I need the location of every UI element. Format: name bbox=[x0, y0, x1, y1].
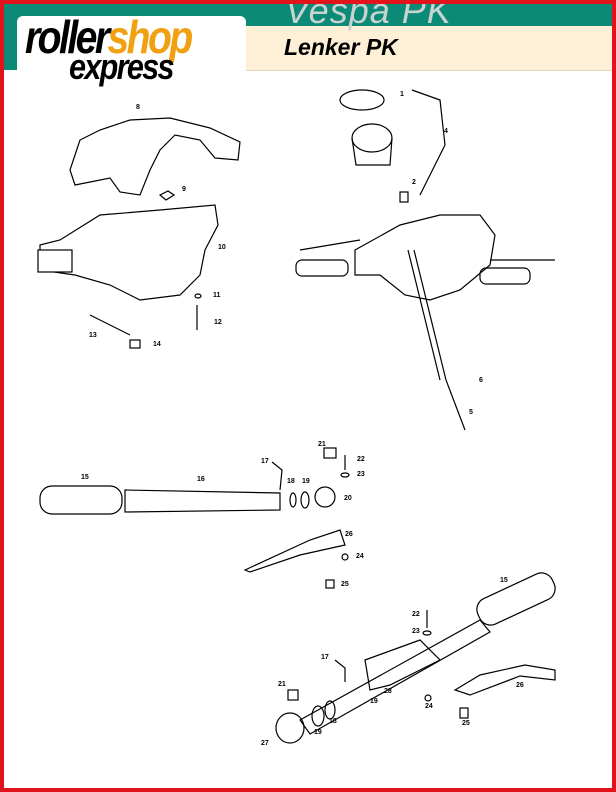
part-number-label: 28 bbox=[384, 688, 392, 695]
logo-text-roller: roller bbox=[25, 11, 110, 63]
part-mount-28 bbox=[364, 639, 442, 691]
part-number-label: 21 bbox=[278, 681, 286, 688]
part-number-label: 22 bbox=[357, 456, 365, 463]
part-nut-14 bbox=[129, 339, 141, 349]
part-number-label: 18 bbox=[287, 478, 295, 485]
part-number-label: 19 bbox=[302, 478, 310, 485]
part-cap-21-r bbox=[287, 689, 299, 701]
part-washer-23-r bbox=[422, 630, 432, 636]
page-title: Lenker PK bbox=[284, 34, 398, 60]
part-number-label: 23 bbox=[412, 628, 420, 635]
part-number-label: 11 bbox=[213, 292, 221, 299]
part-number-label: 19 bbox=[370, 698, 378, 705]
part-number-label: 4 bbox=[444, 128, 448, 135]
part-number-label: 26 bbox=[516, 682, 524, 689]
part-number-label: 8 bbox=[136, 104, 140, 111]
part-number-label: 16 bbox=[197, 476, 205, 483]
part-number-label: 25 bbox=[462, 720, 470, 727]
part-washer-18 bbox=[289, 492, 297, 508]
part-number-label: 12 bbox=[214, 319, 222, 326]
part-number-label: 20 bbox=[344, 495, 352, 502]
part-number-label: 1 bbox=[400, 91, 404, 98]
part-washer-11 bbox=[194, 293, 202, 299]
part-grip-right bbox=[479, 267, 531, 285]
part-pin-17-r bbox=[334, 659, 346, 682]
part-number-label: 21 bbox=[318, 441, 326, 448]
part-number-label: 10 bbox=[218, 244, 226, 251]
part-grip-left bbox=[295, 259, 349, 277]
part-number-label: 5 bbox=[469, 409, 473, 416]
series-title: Vespa PK bbox=[285, 0, 452, 31]
part-nut-24 bbox=[341, 553, 349, 561]
part-number-label: 17 bbox=[261, 458, 269, 465]
part-connector-2 bbox=[399, 191, 409, 203]
part-washer-19-r bbox=[311, 705, 325, 727]
part-number-label: 24 bbox=[425, 703, 433, 710]
part-nut-27 bbox=[275, 712, 305, 744]
part-washer-18-r bbox=[324, 700, 336, 720]
part-number-label: 24 bbox=[356, 553, 364, 560]
title-bar bbox=[246, 26, 612, 71]
part-cable-5-6 bbox=[445, 379, 466, 431]
part-number-label: 15 bbox=[81, 474, 89, 481]
part-number-label: 14 bbox=[153, 341, 161, 348]
part-cap-21 bbox=[323, 447, 337, 459]
part-bolt-13 bbox=[89, 314, 131, 336]
part-bush-25 bbox=[325, 579, 335, 589]
part-tube-16 bbox=[124, 489, 281, 513]
part-number-label: 22 bbox=[412, 611, 420, 618]
part-bar-right bbox=[299, 619, 491, 735]
part-number-label: 25 bbox=[341, 581, 349, 588]
part-nut-20 bbox=[314, 486, 336, 508]
part-washer-19 bbox=[300, 491, 310, 509]
part-number-label: 13 bbox=[89, 332, 97, 339]
part-switch-block bbox=[37, 249, 73, 273]
part-number-label: 23 bbox=[357, 471, 365, 478]
part-speedo-ring bbox=[339, 89, 385, 111]
part-speedo-body bbox=[351, 137, 393, 166]
part-grip-15-right bbox=[476, 572, 556, 626]
logo-text-express: express bbox=[69, 46, 174, 87]
part-bush-25-r bbox=[459, 707, 469, 719]
part-nut-24-r bbox=[424, 694, 432, 702]
part-lever-26-right bbox=[453, 664, 556, 696]
part-speedometer bbox=[351, 123, 393, 153]
part-number-label: 18 bbox=[329, 718, 337, 725]
part-number-label: 9 bbox=[182, 186, 186, 193]
part-washer-23 bbox=[340, 472, 350, 478]
part-number-label: 6 bbox=[479, 377, 483, 384]
part-grip-15-left bbox=[39, 485, 123, 515]
part-pin-17 bbox=[271, 461, 283, 491]
part-clip-9 bbox=[158, 190, 176, 201]
part-number-label: 19 bbox=[314, 729, 322, 736]
part-handlebar bbox=[354, 214, 496, 301]
part-number-label: 15 bbox=[500, 577, 508, 584]
logo-text-shop: shop bbox=[107, 11, 193, 63]
part-lever-26-left bbox=[243, 529, 346, 573]
part-headset-cover bbox=[69, 117, 241, 196]
leader-4 bbox=[411, 89, 446, 196]
part-headset-lower bbox=[39, 204, 219, 301]
part-steering-tube bbox=[407, 249, 447, 381]
rollershop-logo[interactable]: rollershop express bbox=[17, 11, 246, 87]
part-number-label: 27 bbox=[261, 740, 269, 747]
part-number-label: 2 bbox=[412, 179, 416, 186]
part-lever-left bbox=[299, 239, 361, 251]
part-number-label: 17 bbox=[321, 654, 329, 661]
part-number-label: 26 bbox=[345, 531, 353, 538]
